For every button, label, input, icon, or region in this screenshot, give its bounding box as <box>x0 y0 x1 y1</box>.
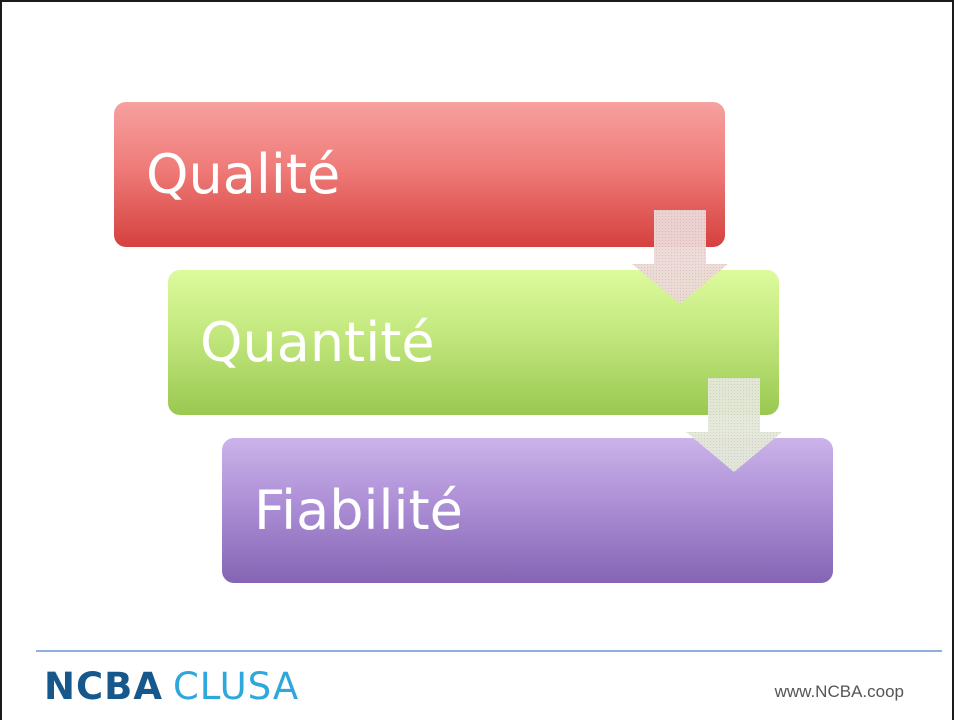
step-quality: Qualité <box>114 102 725 247</box>
footer-url: www.NCBA.coop <box>774 682 904 701</box>
logo-sub-text: CLUSA <box>172 665 300 708</box>
step-reliability-label: Fiabilité <box>254 479 463 542</box>
ncba-clusa-logo: NCBA CLUSA <box>44 668 299 708</box>
step-reliability: Fiabilité <box>222 438 833 583</box>
step-quantity: Quantité <box>168 270 779 415</box>
footer-divider <box>36 650 942 652</box>
step-quality-label: Qualité <box>146 143 341 206</box>
logo-main-text: NCBA <box>44 665 163 708</box>
down-arrow-icon <box>632 210 728 304</box>
down-arrow-icon <box>686 378 782 472</box>
step-quantity-label: Quantité <box>200 311 435 374</box>
